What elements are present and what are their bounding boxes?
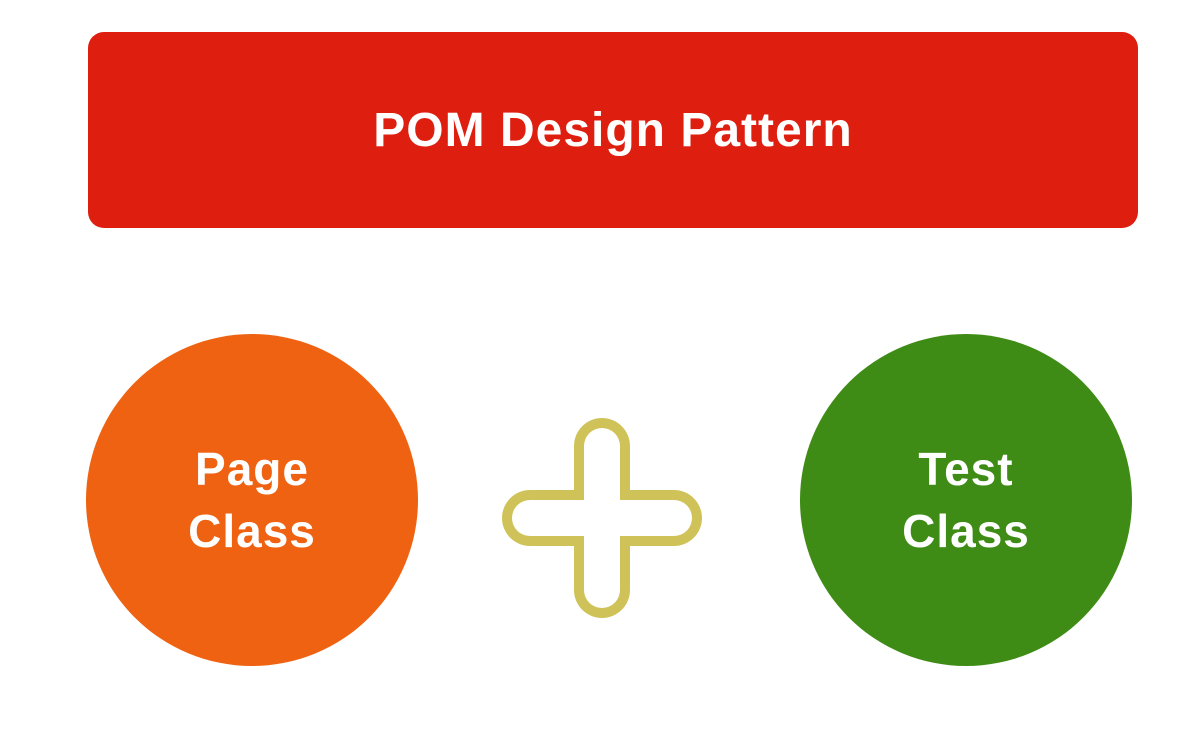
diagram-title: POM Design Pattern [373, 103, 853, 157]
test-class-label-line2: Class [902, 505, 1030, 557]
test-class-label-line1: Test [918, 442, 1014, 495]
page-class-label-line1: Page [195, 442, 309, 495]
plus-icon [502, 418, 702, 618]
page-class-circle: Page Class [86, 334, 418, 666]
pom-title-banner: POM Design Pattern [88, 32, 1138, 228]
page-class-label-line2: Class [188, 505, 316, 557]
test-class-circle: Test Class [800, 334, 1132, 666]
